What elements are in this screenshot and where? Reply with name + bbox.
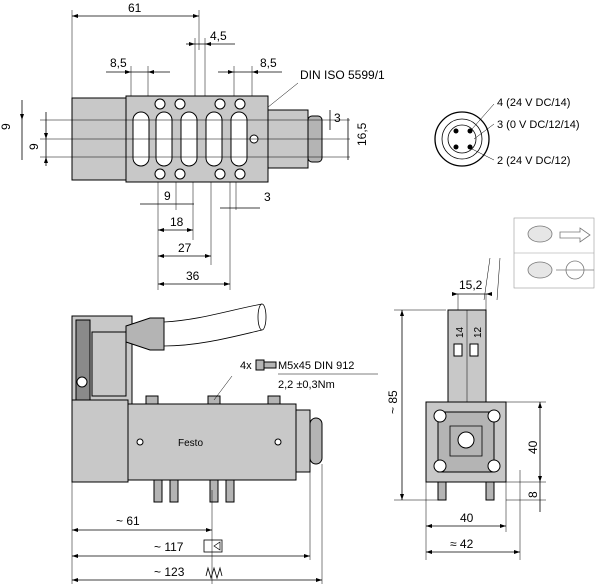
dim-bottom-9: 9	[164, 189, 171, 203]
dim-side-42: ≈ 42	[450, 537, 474, 551]
dim-front-117: ~ 117	[154, 540, 184, 554]
dim-side-15-2: 15,2	[459, 278, 483, 292]
manual-override-icons	[483, 217, 595, 301]
dim-top-width: 61	[128, 1, 142, 15]
dim-side-8: 8	[526, 491, 540, 498]
coil-12: 12	[473, 326, 484, 338]
pin4-label: 4 (24 V DC/14)	[497, 97, 570, 109]
dim-left-8-5: 8,5	[110, 56, 127, 70]
detent-symbol-icon	[203, 539, 223, 553]
dim-front-61: ~ 61	[116, 514, 140, 528]
side-view: 15,2 14 12 ~ 85 40 8	[386, 278, 546, 560]
cable-connector	[125, 317, 165, 351]
dim-right-16-5: 16,5	[355, 122, 369, 146]
dim-bottom-27: 27	[178, 241, 192, 255]
dim-bottom-36: 36	[186, 269, 200, 283]
screw-qty: 4x	[240, 360, 252, 372]
pin2-label: 2 (24 V DC/12)	[497, 155, 570, 167]
dim-4-5: 4,5	[210, 29, 227, 43]
screw-spec: M5x45 DIN 912	[278, 360, 354, 372]
dim-right-3: 3	[334, 111, 341, 125]
spring-symbol-icon	[205, 566, 223, 580]
dim-right-8-5: 8,5	[260, 56, 277, 70]
manual-override-turn-icon	[527, 260, 594, 280]
body-mark: Festo	[178, 438, 203, 449]
manual-override-push-icon	[527, 225, 591, 243]
front-ports	[153, 479, 235, 503]
dim-bottom-18: 18	[170, 215, 184, 229]
screw-icon	[255, 359, 277, 371]
dim-side-40-w: 40	[460, 511, 474, 525]
coil-14: 14	[455, 326, 466, 338]
dim-side-40-h: 40	[526, 440, 540, 454]
torque-spec: 2,2 ±0,3Nm	[278, 379, 335, 391]
dim-left-9-lower: 9	[27, 143, 41, 150]
valve-body-front	[127, 403, 297, 481]
pin3-label: 3 (0 V DC/12/14)	[497, 119, 580, 131]
dim-front-123: ~ 123	[154, 565, 185, 579]
dim-left-9-upper: 9	[0, 123, 13, 130]
connector-pinout-icon: 4 (24 V DC/14) 3 (0 V DC/12/14) 2 (24 V …	[434, 97, 580, 167]
din-iso-label: DIN ISO 5599/1	[300, 68, 385, 82]
front-view: Festo 4x M5x45 DIN 912 2,2 ±0,3Nm ~ 61 ~…	[71, 303, 378, 584]
top-view: 61 4,5 8,5 8,5 DIN ISO 5599/1	[0, 1, 385, 290]
dim-bottom-3: 3	[264, 190, 271, 204]
dim-side-85: ~ 85	[386, 390, 400, 414]
